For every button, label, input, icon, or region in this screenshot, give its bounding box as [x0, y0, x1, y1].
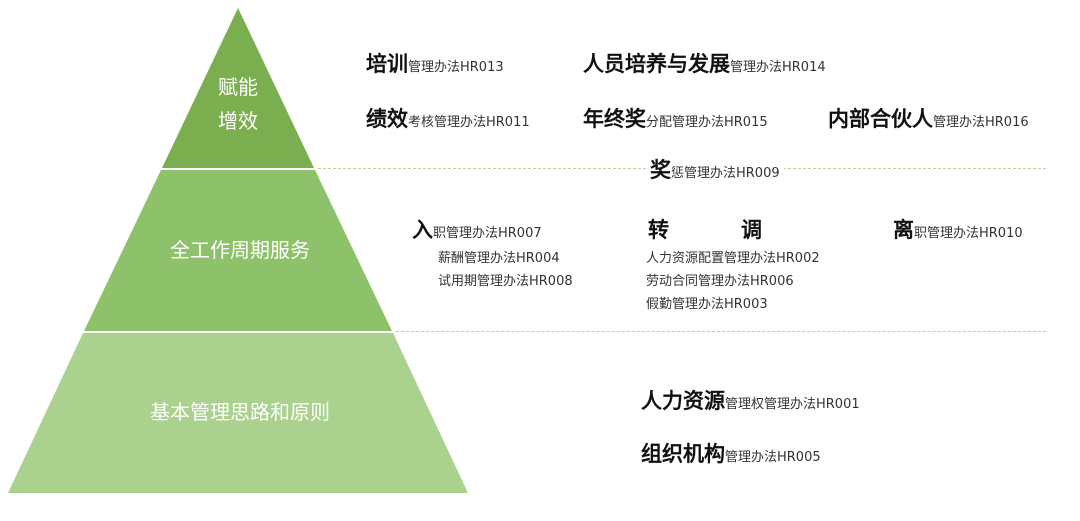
- doc-training-title: 培训: [366, 52, 408, 76]
- doc-labor-contract: 劳动合同管理办法HR006: [646, 274, 794, 289]
- pyramid-tier-middle: [84, 170, 392, 331]
- tier-label-line1: 赋能: [218, 75, 258, 99]
- doc-training-code: 管理办法HR013: [408, 60, 504, 75]
- doc-partner: 内部合伙人管理办法HR016: [828, 103, 1029, 133]
- doc-reward-penalty-code: 惩管理办法HR009: [671, 166, 780, 181]
- doc-year-end-bonus-code: 分配管理办法HR015: [646, 115, 768, 130]
- doc-performance: 绩效考核管理办法HR011: [366, 103, 530, 133]
- doc-resignation-code: 职管理办法HR010: [914, 226, 1023, 241]
- doc-year-end-bonus-title: 年终奖: [583, 107, 646, 131]
- doc-partner-code: 管理办法HR016: [933, 115, 1029, 130]
- doc-training: 培训管理办法HR013: [366, 48, 504, 78]
- doc-performance-code: 考核管理办法HR011: [408, 115, 530, 130]
- divider-middle: [396, 331, 1046, 332]
- doc-organization-title: 组织机构: [641, 442, 725, 466]
- doc-resignation: 离职管理办法HR010: [893, 214, 1023, 244]
- tier-label-line2: 增效: [218, 109, 258, 133]
- doc-partner-title: 内部合伙人: [828, 107, 933, 131]
- doc-onboarding-code: 职管理办法HR007: [433, 226, 542, 241]
- doc-development-title: 人员培养与发展: [583, 52, 730, 76]
- tier-label-empowerment: 赋能 增效: [188, 70, 288, 138]
- doc-onboarding: 入职管理办法HR007: [412, 214, 542, 244]
- doc-hr-authority: 人力资源管理权管理办法HR001: [641, 385, 860, 415]
- doc-hr-authority-code: 管理权管理办法HR001: [725, 397, 860, 412]
- tier-label-lifecycle: 全工作周期服务: [170, 238, 310, 262]
- pyramid-tier-top: [162, 8, 314, 168]
- doc-development-code: 管理办法HR014: [730, 60, 826, 75]
- tier-label-principles: 基本管理思路和原则: [150, 400, 330, 424]
- doc-leave: 假勤管理办法HR003: [646, 297, 768, 312]
- doc-salary: 薪酬管理办法HR004: [438, 251, 560, 266]
- doc-organization: 组织机构管理办法HR005: [641, 438, 821, 468]
- doc-hr-authority-title: 人力资源: [641, 389, 725, 413]
- doc-reward-penalty: 奖惩管理办法HR009: [646, 154, 784, 184]
- doc-performance-title: 绩效: [366, 107, 408, 131]
- doc-onboarding-title: 入: [412, 218, 433, 242]
- doc-hr-allocation: 人力资源配置管理办法HR002: [646, 251, 820, 266]
- doc-organization-code: 管理办法HR005: [725, 450, 821, 465]
- pyramid-tier-bottom: [8, 333, 468, 493]
- doc-resignation-title: 离: [893, 218, 914, 242]
- doc-probation: 试用期管理办法HR008: [438, 274, 573, 289]
- doc-transfer-char1: 转: [648, 218, 669, 242]
- doc-development: 人员培养与发展管理办法HR014: [583, 48, 826, 78]
- doc-transfer-char2: 调: [741, 218, 762, 242]
- doc-transfer: 转调: [648, 214, 762, 244]
- doc-year-end-bonus: 年终奖分配管理办法HR015: [583, 103, 768, 133]
- doc-reward-penalty-title: 奖: [650, 158, 671, 182]
